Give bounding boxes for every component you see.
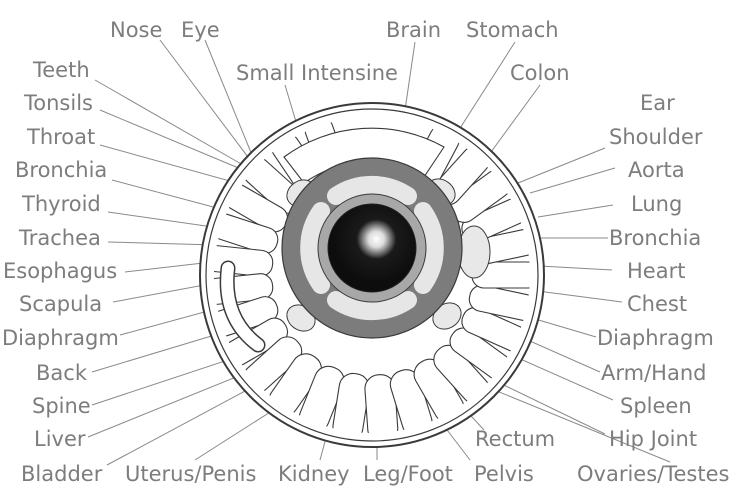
- label-spleen: Spleen: [620, 394, 692, 418]
- label-heart: Heart: [627, 259, 685, 283]
- labels: Nose Eye Brain Stomach Teeth Small Inten…: [2, 18, 729, 486]
- label-kidney: Kidney: [278, 462, 350, 486]
- iris-segments: [214, 117, 530, 433]
- label-thyroid: Thyroid: [21, 192, 101, 216]
- label-spine: Spine: [32, 394, 91, 418]
- label-throat: Throat: [26, 125, 95, 149]
- label-small-intestine: Small Intensine: [236, 61, 398, 85]
- label-teeth: Teeth: [32, 58, 90, 82]
- label-nose: Nose: [110, 18, 162, 42]
- label-aorta: Aorta: [628, 158, 685, 182]
- label-tonsils: Tonsils: [23, 91, 93, 115]
- label-scapula: Scapula: [19, 292, 102, 316]
- label-ear: Ear: [640, 91, 675, 115]
- pupil: [327, 203, 417, 293]
- label-rectum: Rectum: [475, 427, 555, 451]
- left-band-fill: [221, 262, 264, 351]
- label-back: Back: [36, 361, 88, 385]
- label-bronchia-right: Bronchia: [609, 226, 701, 250]
- label-uterus-penis: Uterus/Penis: [125, 462, 256, 486]
- label-leg-foot: Leg/Foot: [363, 462, 453, 486]
- arc-top: [327, 175, 417, 205]
- heart-pod: [457, 225, 491, 279]
- label-shoulder: Shoulder: [609, 125, 703, 149]
- label-pelvis: Pelvis: [474, 462, 534, 486]
- label-ovaries-testes: Ovaries/Testes: [577, 462, 729, 486]
- label-eye: Eye: [181, 18, 220, 42]
- label-bronchia-left: Bronchia: [15, 158, 107, 182]
- arc-bottom: [327, 291, 417, 321]
- label-stomach: Stomach: [466, 18, 559, 42]
- label-diaphragm-right: Diaphragm: [597, 326, 714, 350]
- label-liver: Liver: [34, 427, 86, 451]
- label-chest: Chest: [627, 292, 687, 316]
- arc-right: [414, 202, 444, 294]
- label-diaphragm-left: Diaphragm: [2, 326, 119, 350]
- label-brain: Brain: [386, 18, 441, 42]
- label-bladder: Bladder: [21, 462, 103, 486]
- arc-left: [300, 202, 330, 294]
- label-colon: Colon: [510, 61, 570, 85]
- label-lung: Lung: [631, 192, 682, 216]
- label-arm-hand: Arm/Hand: [601, 361, 706, 385]
- label-esophagus: Esophagus: [3, 259, 117, 283]
- label-hip-joint: Hip Joint: [609, 427, 697, 451]
- label-trachea: Trachea: [18, 226, 101, 250]
